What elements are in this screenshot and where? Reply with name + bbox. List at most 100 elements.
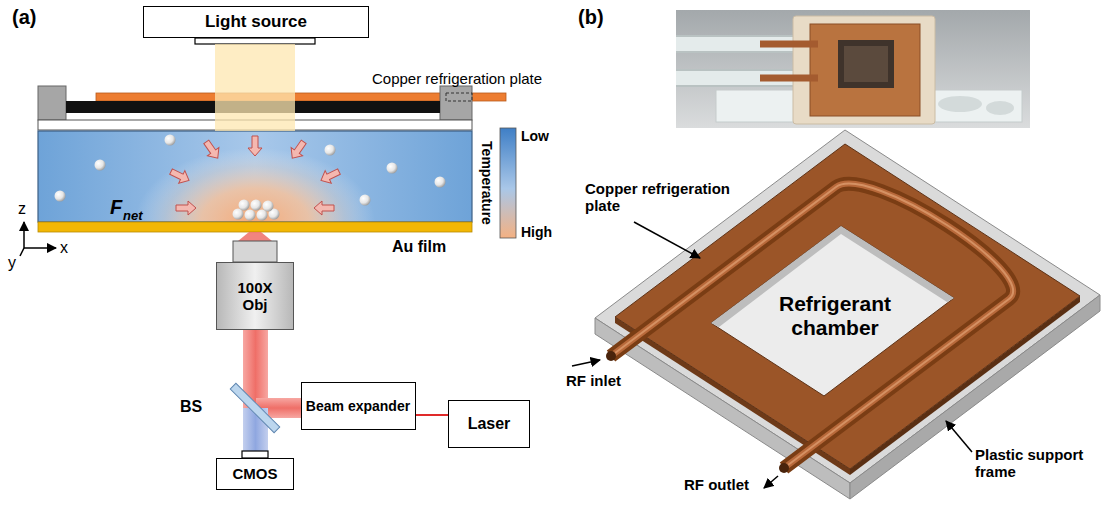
light-source-aperture [195, 38, 315, 44]
part-name: Plastic support frame [975, 446, 1105, 481]
device-photo [938, 96, 982, 112]
illumination-beam [215, 44, 295, 131]
refrigerant-tube [606, 184, 1013, 473]
particle [55, 191, 66, 202]
part-name: RF inlet [566, 372, 621, 389]
side-support-block [446, 93, 472, 101]
panel-letter: (a) [12, 6, 36, 29]
leader-arrow [572, 222, 972, 488]
laser-beam-line [416, 414, 449, 416]
particle [95, 160, 106, 171]
particle [257, 210, 268, 221]
device-photo [760, 41, 818, 48]
beam-splitter [230, 383, 279, 432]
force-arrow [318, 165, 342, 186]
leader-arrow [572, 360, 600, 366]
axis-title: Temperature [479, 141, 495, 225]
leader-arrow [634, 222, 700, 258]
fluid-chamber [38, 131, 472, 222]
light-source-aperture [195, 38, 315, 44]
coordinate-axes [20, 222, 56, 256]
node-text: 100X Obj [229, 279, 281, 314]
gold-film [38, 222, 472, 232]
camera-mount [242, 451, 268, 458]
node-text: Laser [468, 415, 511, 433]
coordinate-axes [23, 222, 25, 248]
device-photo [676, 10, 1030, 128]
force-subscript: net [123, 209, 143, 224]
objective-lens: 100X Obj [216, 262, 294, 330]
force-arrow [287, 138, 310, 162]
particle [233, 209, 244, 220]
particle [239, 200, 250, 211]
force-arrow [176, 201, 196, 215]
leader-arrow [946, 421, 972, 452]
laser-box: Laser [448, 400, 530, 448]
side-support-block [38, 86, 66, 120]
camera-mount [242, 451, 268, 458]
coordinate-axes [20, 248, 24, 256]
part-name: Refrigerant chamber [760, 292, 910, 340]
refrigerant-tube [611, 184, 1013, 468]
particle [165, 135, 176, 146]
node-text: Light source [205, 12, 307, 32]
device-photo [844, 46, 888, 82]
illumination-beam [215, 44, 295, 131]
particle [325, 145, 336, 156]
force-arrow [314, 201, 334, 215]
focused-laser-beam [238, 232, 272, 241]
part-name: RF outlet [684, 476, 749, 493]
coordinate-axes [24, 247, 56, 249]
beam-splitter [230, 383, 279, 432]
device-photo [986, 101, 1014, 115]
objective-top [233, 241, 277, 262]
side-support-block [38, 86, 66, 120]
fluid-chamber [38, 131, 472, 222]
refrigerant-tube [779, 463, 789, 473]
device-photo [760, 75, 818, 82]
particle [435, 177, 446, 188]
force-arrow [201, 138, 224, 162]
particle [251, 200, 262, 211]
refrigerant-tube [611, 184, 1013, 468]
part-name: Au film [392, 238, 446, 256]
side-support-block [440, 86, 472, 120]
refrigerant-tube [606, 351, 616, 361]
fluid-chamber [38, 131, 472, 222]
part-name: BS [180, 398, 202, 416]
temperature-colorbar [500, 128, 516, 238]
particle [55, 135, 446, 221]
axis-label: z [18, 200, 26, 218]
device-photo [810, 24, 920, 116]
force-arrow [248, 136, 262, 156]
particle [245, 210, 256, 221]
scale-label: Low [521, 128, 549, 144]
particle [360, 195, 371, 206]
force-arrow [168, 165, 192, 186]
node-text: Beam expander [306, 398, 410, 414]
force-symbol: F [110, 196, 122, 219]
scale-label: High [521, 224, 552, 240]
force-arrow [168, 136, 342, 215]
device-photo [793, 16, 935, 124]
node-text: CMOS [233, 465, 278, 482]
fluid-chamber [38, 131, 472, 222]
light-source-box: Light source [143, 6, 369, 38]
temperature-colorbar [500, 128, 516, 238]
axis-label: x [60, 239, 68, 257]
particle [387, 163, 398, 174]
gold-film [38, 222, 472, 232]
beam-expander-box: Beam expander [301, 382, 416, 430]
device-photo [676, 10, 1030, 128]
objective-top [233, 241, 277, 262]
part-name: Copper refrigeration plate [585, 180, 753, 215]
refrigerant-tube [611, 184, 1013, 468]
device-photo [838, 40, 894, 88]
leader-arrow [764, 476, 778, 488]
part-name: Copper refrigeration plate [372, 70, 542, 87]
cmos-camera-box: CMOS [216, 458, 294, 490]
